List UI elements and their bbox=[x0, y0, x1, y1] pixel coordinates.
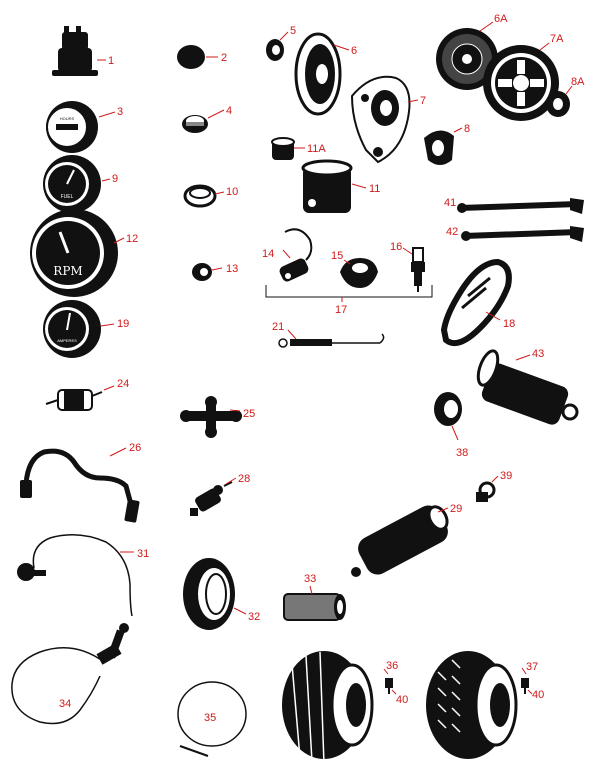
part-11a-filter bbox=[271, 137, 295, 160]
callout-5: 5 bbox=[290, 25, 296, 37]
callout-29: 29 bbox=[450, 503, 462, 515]
callout-8: 8 bbox=[464, 123, 470, 135]
callout-16: 16 bbox=[390, 241, 402, 253]
part-32-air-cleaner bbox=[183, 558, 235, 630]
callout-3: 3 bbox=[117, 106, 123, 118]
callout-33: 33 bbox=[304, 573, 316, 585]
callout-1: 1 bbox=[108, 55, 114, 67]
callout-7: 7 bbox=[420, 95, 426, 107]
fuel-gauge-text: FUEL bbox=[61, 194, 74, 200]
callout-36: 36 bbox=[386, 660, 398, 672]
callout-34: 34 bbox=[59, 698, 71, 710]
part-39-clamp bbox=[476, 481, 496, 502]
part-42-torque-rod bbox=[461, 226, 584, 242]
part-34-throttle-control bbox=[11, 623, 129, 725]
part-36-tire bbox=[282, 651, 374, 765]
callout-6: 6 bbox=[351, 45, 357, 57]
callout-24: 24 bbox=[117, 378, 129, 390]
callout-31: 31 bbox=[137, 548, 149, 560]
callout-40-a: 40 bbox=[396, 694, 408, 706]
part-37-tire bbox=[426, 651, 518, 759]
callout-39: 39 bbox=[500, 470, 512, 482]
part-41-torque-rod bbox=[457, 198, 584, 214]
callout-38: 38 bbox=[456, 447, 468, 459]
tachometer-text: RPM bbox=[53, 264, 82, 278]
hour-meter-text: HOURS bbox=[60, 116, 75, 121]
callout-41: 41 bbox=[444, 197, 456, 209]
part-8a-bearing bbox=[546, 91, 570, 117]
callout-35: 35 bbox=[204, 712, 216, 724]
part-9-fuel-gauge: FUEL bbox=[43, 155, 101, 213]
part-11-oil-filter bbox=[301, 159, 353, 213]
part-24-fuel-filter bbox=[45, 389, 103, 411]
callout-43: 43 bbox=[532, 348, 544, 360]
part-13-nut bbox=[192, 263, 212, 281]
part-7-bellhousing bbox=[350, 75, 411, 164]
part-4-bearing bbox=[182, 115, 208, 133]
callout-11: 11 bbox=[369, 183, 380, 195]
part-29-fuel-pump bbox=[351, 505, 449, 577]
callout-6a: 6A bbox=[494, 13, 508, 25]
part-15-rotor bbox=[340, 258, 378, 288]
callout-10: 10 bbox=[226, 186, 238, 198]
part-28-pressure-switch bbox=[190, 481, 233, 516]
part-33-filter-element bbox=[283, 593, 346, 621]
part-7a-pressure-plate bbox=[483, 45, 559, 121]
part-5-pilot-bearing bbox=[266, 39, 284, 61]
part-8-release-bearing bbox=[424, 130, 454, 165]
part-2-plug bbox=[177, 45, 205, 69]
callout-12: 12 bbox=[126, 233, 138, 245]
callout-25: 25 bbox=[243, 408, 255, 420]
callout-9: 9 bbox=[112, 173, 118, 185]
callout-42: 42 bbox=[446, 226, 458, 238]
callout-2: 2 bbox=[221, 52, 227, 64]
part-35-pull-cable bbox=[177, 681, 247, 757]
callout-17: 17 bbox=[335, 304, 347, 316]
part-38-pinion bbox=[434, 392, 462, 426]
part-6-clutch-plate bbox=[294, 32, 342, 116]
callout-8a: 8A bbox=[571, 76, 585, 88]
callout-14: 14 bbox=[262, 248, 274, 260]
part-25-u-joint bbox=[180, 396, 242, 438]
callout-28: 28 bbox=[238, 473, 250, 485]
part-14-condenser bbox=[279, 228, 313, 282]
part-10-bearing bbox=[183, 184, 217, 208]
callout-11a: 11A bbox=[307, 143, 326, 155]
part-26-ignition-cable bbox=[20, 448, 140, 523]
part-6a-friction-disc bbox=[436, 28, 498, 90]
part-18-drive-belt bbox=[440, 258, 512, 346]
part-19-ammeter: AMPERES bbox=[43, 300, 101, 358]
part-16-spark-plug bbox=[411, 247, 425, 292]
callout-19: 19 bbox=[117, 318, 129, 330]
callout-18: 18 bbox=[503, 318, 515, 330]
callout-21: 21 bbox=[272, 321, 284, 333]
part-21-return-spring bbox=[278, 333, 385, 348]
part-31-throttle-cable bbox=[17, 534, 133, 617]
ammeter-text: AMPERES bbox=[57, 338, 77, 343]
part-40-lug-bolt-b bbox=[521, 678, 529, 694]
part-1-solenoid bbox=[52, 26, 98, 76]
callout-13: 13 bbox=[226, 263, 238, 275]
callout-26: 26 bbox=[129, 442, 141, 454]
part-12-tachometer: RPM bbox=[30, 209, 118, 297]
part-40-lug-bolt bbox=[385, 678, 393, 694]
group-bracket-17 bbox=[265, 285, 433, 298]
part-3-hour-meter: HOURS bbox=[46, 101, 98, 153]
callout-15: 15 bbox=[331, 250, 343, 262]
callout-7a: 7A bbox=[550, 33, 564, 45]
callout-37: 37 bbox=[526, 661, 538, 673]
callout-40-b: 40 bbox=[532, 689, 544, 701]
callout-4: 4 bbox=[226, 105, 232, 117]
callout-32: 32 bbox=[248, 611, 260, 623]
part-43-starter-motor bbox=[476, 349, 579, 425]
